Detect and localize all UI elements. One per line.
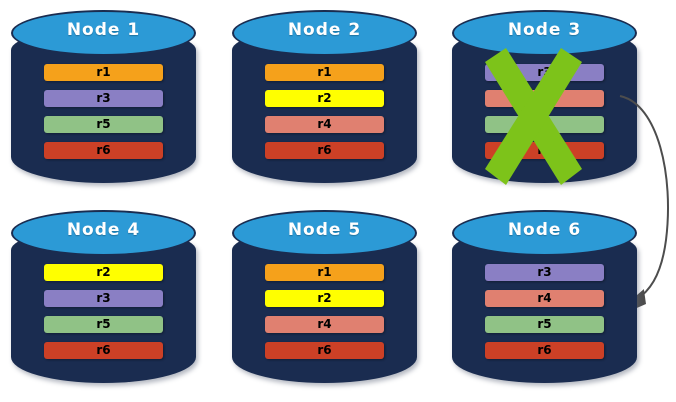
cylinder-top [232, 210, 417, 256]
node-6[interactable]: Node 6 r3 r4 r5 r6 [452, 210, 637, 383]
replica-item[interactable]: r2 [265, 290, 384, 307]
replica-item[interactable]: r3 [485, 64, 604, 81]
replica-item[interactable]: r5 [485, 116, 604, 133]
replica-item[interactable]: r3 [485, 264, 604, 281]
replica-item[interactable]: r4 [485, 290, 604, 307]
replica-list: r3 r4 r5 r6 [485, 64, 604, 168]
replica-item[interactable]: r3 [44, 290, 163, 307]
replica-item[interactable]: r4 [265, 116, 384, 133]
replica-list: r3 r4 r5 r6 [485, 264, 604, 368]
replica-item[interactable]: r5 [485, 316, 604, 333]
replica-list: r2 r3 r5 r6 [44, 264, 163, 368]
cylinder-top [232, 10, 417, 56]
node-1[interactable]: Node 1 r1 r3 r5 r6 [11, 10, 196, 183]
node-label: Node 2 [287, 20, 362, 40]
cylinder-top [11, 210, 196, 256]
node-label: Node 5 [287, 220, 362, 240]
replica-item[interactable]: r6 [265, 342, 384, 359]
replica-item[interactable]: r1 [265, 264, 384, 281]
node-5[interactable]: Node 5 r1 r2 r4 r6 [232, 210, 417, 383]
node-3[interactable]: Node 3 r3 r4 r5 r6 [452, 10, 637, 183]
replica-item[interactable]: r1 [44, 64, 163, 81]
replica-item[interactable]: r4 [485, 90, 604, 107]
replica-item[interactable]: r6 [265, 142, 384, 159]
node-4[interactable]: Node 4 r2 r3 r5 r6 [11, 210, 196, 383]
node-label: Node 4 [66, 220, 141, 240]
replica-item[interactable]: r1 [265, 64, 384, 81]
node-label: Node 1 [66, 20, 141, 40]
replica-item[interactable]: r2 [44, 264, 163, 281]
replica-item[interactable]: r4 [265, 316, 384, 333]
cylinder-top [452, 210, 637, 256]
replica-list: r1 r2 r4 r6 [265, 264, 384, 368]
replica-item[interactable]: r6 [485, 142, 604, 159]
replica-item[interactable]: r6 [44, 142, 163, 159]
replica-item[interactable]: r2 [265, 90, 384, 107]
node-label: Node 3 [507, 20, 582, 40]
cylinder-top [11, 10, 196, 56]
replica-list: r1 r2 r4 r6 [265, 64, 384, 168]
replica-item[interactable]: r5 [44, 116, 163, 133]
replica-item[interactable]: r3 [44, 90, 163, 107]
replica-item[interactable]: r6 [44, 342, 163, 359]
node-label: Node 6 [507, 220, 582, 240]
replica-item[interactable]: r5 [44, 316, 163, 333]
replica-list: r1 r3 r5 r6 [44, 64, 163, 168]
node-2[interactable]: Node 2 r1 r2 r4 r6 [232, 10, 417, 183]
replica-item[interactable]: r6 [485, 342, 604, 359]
